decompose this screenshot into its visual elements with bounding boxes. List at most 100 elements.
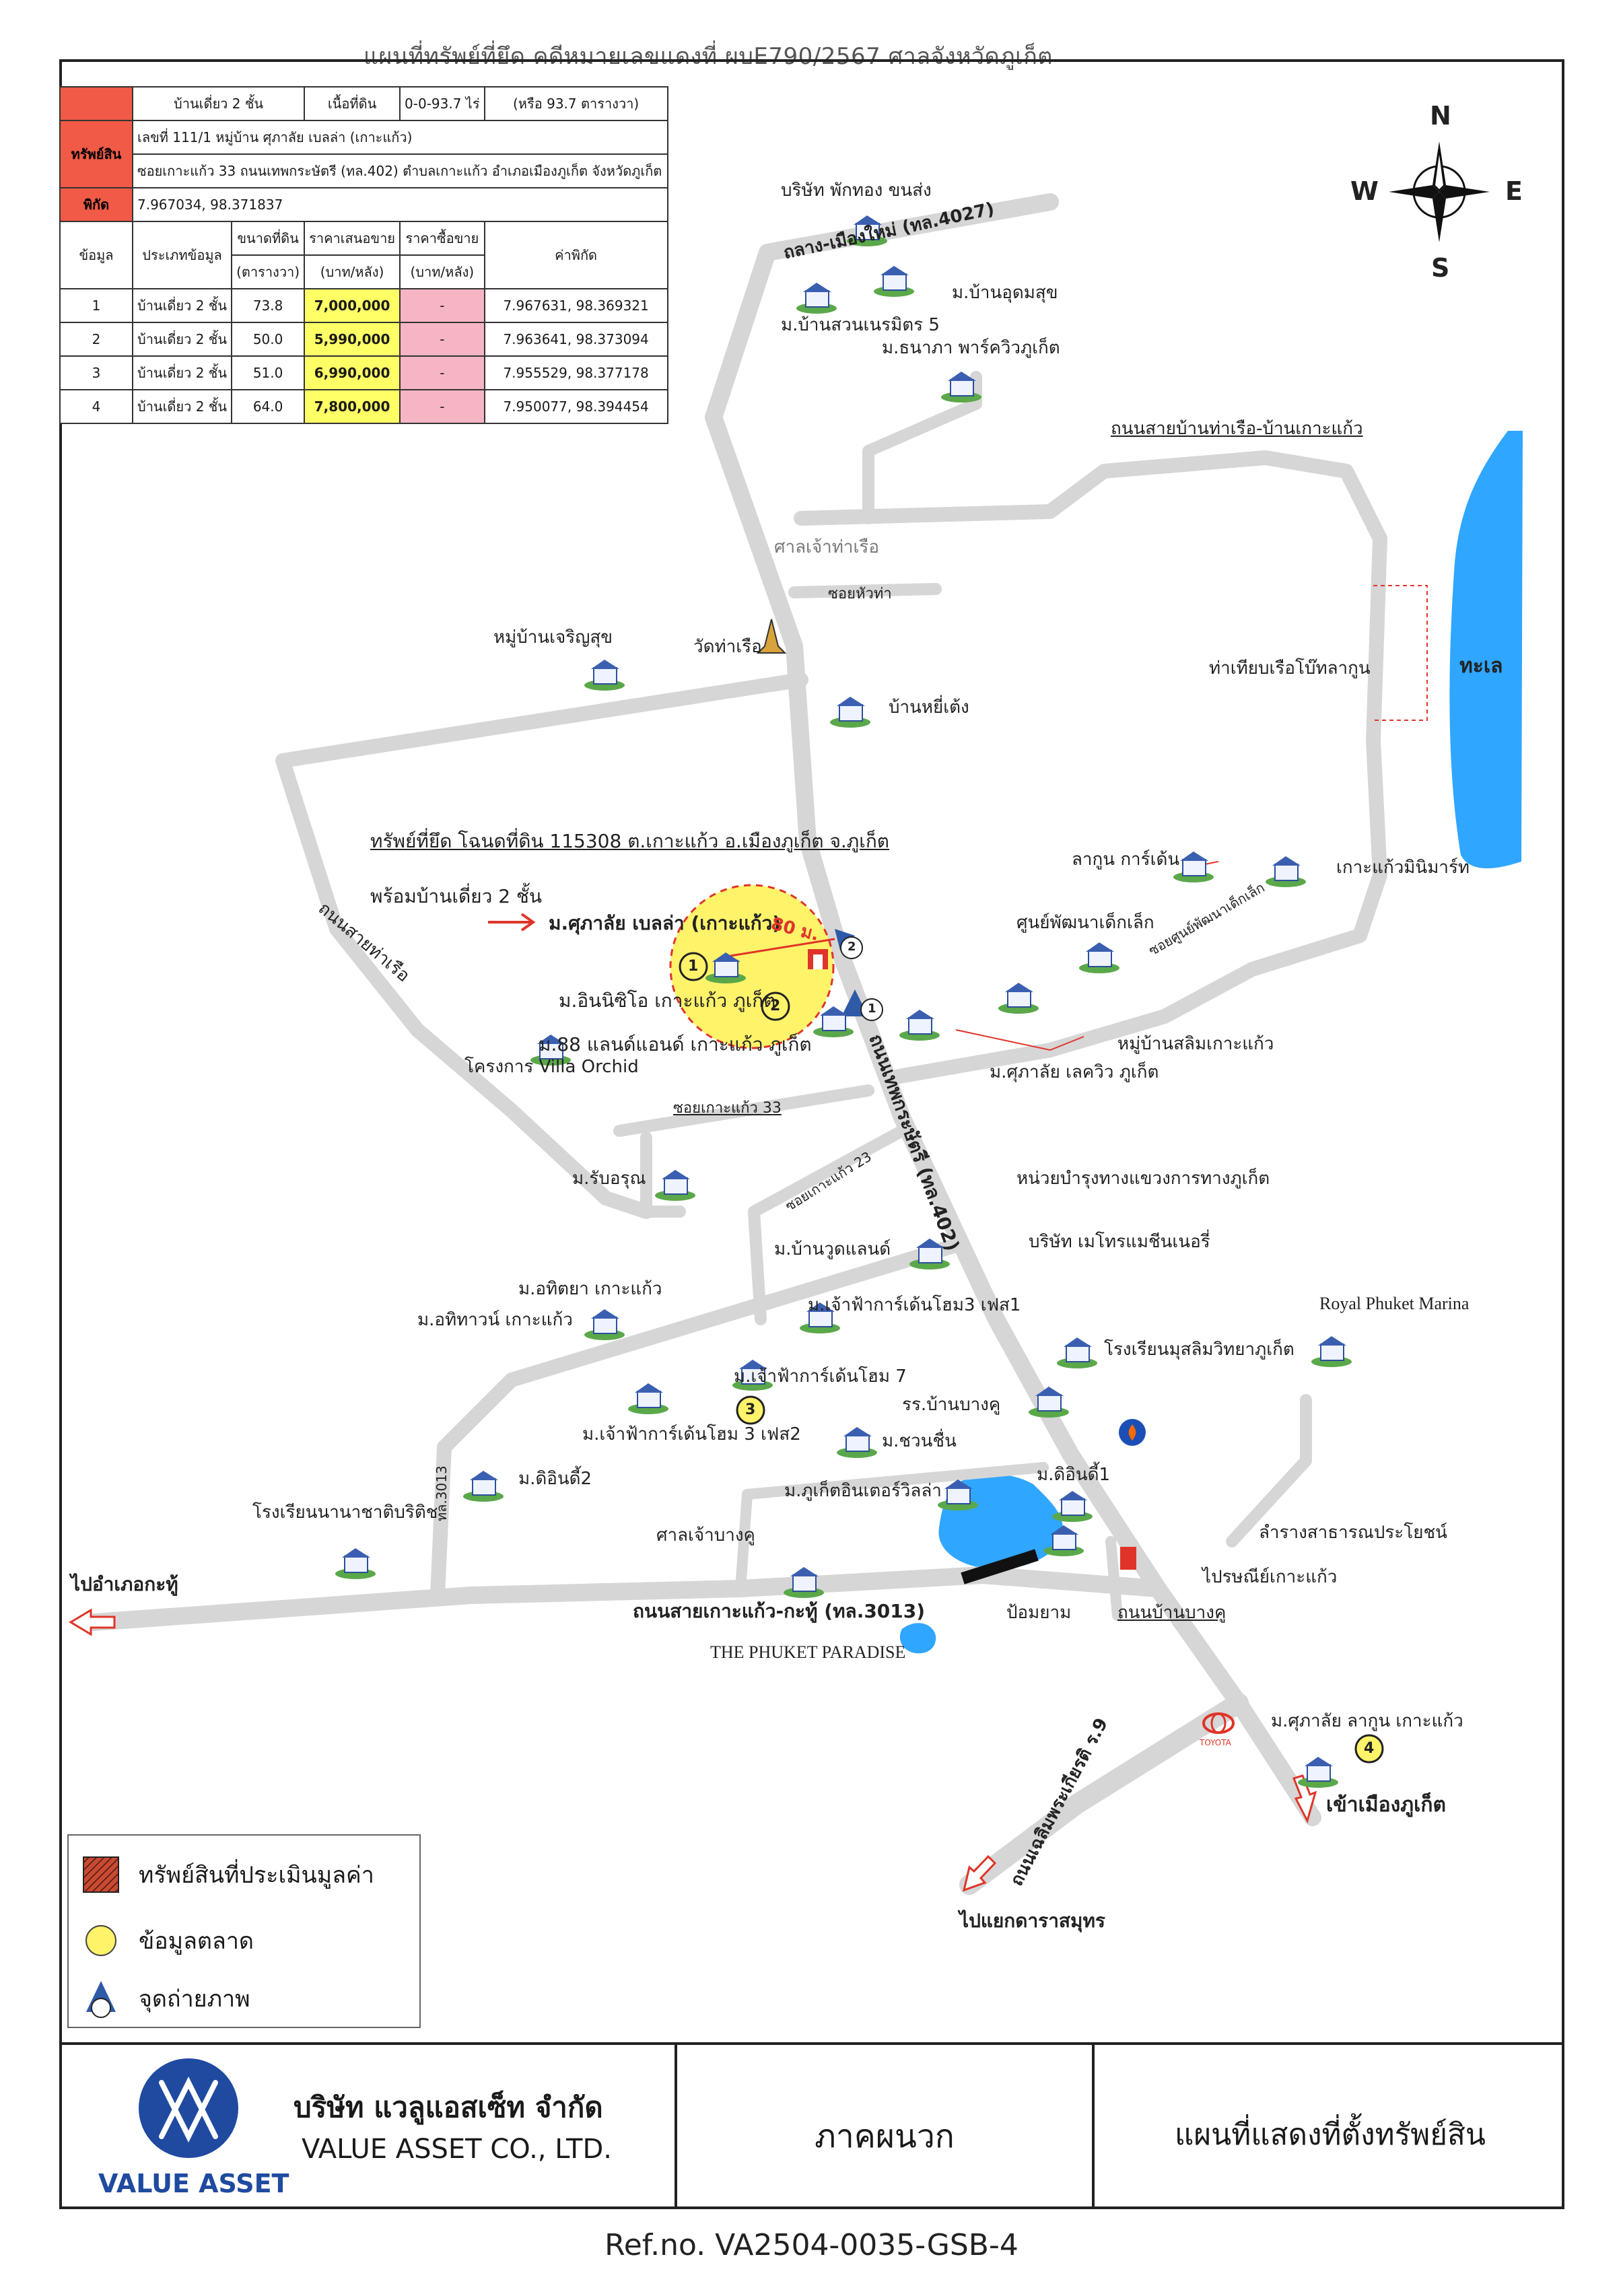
footer-bar: VALUE ASSET บริษัท แวลูแอสเซ็ท จำกัด VAL…: [59, 2042, 1564, 2209]
yellow-circle-icon: [85, 1925, 116, 1956]
table-top-type: บ้านเดี่ยว 2 ชั้น: [131, 86, 306, 121]
house-icon: [463, 1471, 504, 1502]
road-soi-33: [613, 1084, 874, 1218]
row-no: 1: [59, 288, 133, 323]
row-offer: 7,000,000: [304, 288, 401, 323]
house-icon: [1029, 1387, 1069, 1418]
table-row: 2 บ้านเดี่ยว 2 ชั้น 50.0 5,990,000 - 7.9…: [59, 322, 668, 357]
compass-e: E: [1505, 176, 1523, 206]
house-icon: [938, 1480, 978, 1510]
house-icon: [998, 983, 1039, 1014]
label-to-kathu: ไปอำเภอกะทู้: [71, 1573, 178, 1595]
market-radius-circle: [669, 884, 835, 1049]
house-icon: [628, 1383, 668, 1414]
label-supalai-lakeview: ม.ศุภาลัย เลควิว ภูเก็ต: [990, 1062, 1159, 1082]
row-size: 73.8: [231, 288, 306, 323]
row-offer: 6,990,000: [304, 355, 401, 390]
house-icon: [830, 697, 870, 728]
house-icon: [941, 372, 981, 403]
row-offer: 7,800,000: [304, 389, 401, 424]
road-3013: [85, 1566, 1167, 1631]
label-thanapa: ม.ธนาภา พาร์ควิวภูเก็ต: [882, 338, 1060, 358]
row-coord: 7.963641, 98.373094: [483, 322, 668, 357]
row-no: 4: [59, 389, 133, 424]
house-icon: [530, 1035, 571, 1066]
label-to-darasamut: ไปแยกดาราสมุทร: [959, 1910, 1105, 1932]
label-villa-orchid: โครงการ Villa Orchid: [464, 1057, 639, 1077]
col-coord: ค่าพิกัด: [483, 221, 668, 289]
label-intervilla: ม.ภูเก็ตอินเตอร์วิลล่า: [784, 1481, 942, 1501]
col-offer: ราคาเสนอขาย: [304, 221, 401, 256]
house-icon: [796, 283, 837, 314]
house-icon: [1311, 1336, 1352, 1367]
house-icon: [1298, 1757, 1338, 1788]
row-no: 3: [59, 355, 133, 390]
label-supalai-lagoon: ม.ศุภาลัย ลากูน เกาะแก้ว: [1271, 1711, 1463, 1731]
pier-box: [1373, 585, 1428, 721]
row-size: 51.0: [231, 355, 306, 390]
label-land88: ม.88 แลนด์แอนด์ เกาะแก้ว ภูเก็ต: [539, 1033, 812, 1055]
table-top-area-wa: (หรือ 93.7 ตารางวา): [483, 86, 668, 121]
row-type: บ้านเดี่ยว 2 ชั้น: [131, 322, 233, 357]
house-icon: [335, 1548, 376, 1579]
label-inizio: ม.อินนิซิโอ เกาะแก้ว ภูเก็ต: [559, 989, 776, 1012]
market-marker-2: [761, 992, 790, 1021]
label-pumping: ลำรางสาธารณประโยชน์: [1259, 1523, 1447, 1543]
house-icon: [899, 1010, 940, 1041]
label-ditee1: ม.ดิอินดี้1: [1037, 1465, 1111, 1485]
label-ban-yeeteng: บ้านหยี่เต้ง: [889, 697, 969, 718]
label-royal-marina: Royal Phuket Marina: [1319, 1294, 1470, 1313]
footer-divider-2: [1092, 2045, 1095, 2206]
market-marker-3-num: 3: [745, 1401, 756, 1418]
row-coord: 7.967631, 98.369321: [483, 288, 668, 323]
house-icon: [1057, 1337, 1097, 1368]
house-icon: [1266, 856, 1306, 887]
exit-arrow-kathu: [69, 1608, 116, 1636]
label-to-city: เข้าเมืองภูเก็ต: [1326, 1793, 1446, 1817]
road-marina: [1226, 1394, 1312, 1547]
label-chaofa-7: ม.เจ้าฟ้าการ์เด้นโฮม 7: [734, 1366, 907, 1387]
house-icon: [784, 1567, 824, 1598]
company-name-en: VALUE ASSET CO., LTD.: [302, 2134, 612, 2165]
table-row: 4 บ้านเดี่ยว 2 ชั้น 64.0 7,800,000 - 7.9…: [59, 389, 668, 424]
road-west-middle: [430, 1238, 963, 1603]
toyota-icon: [1202, 1712, 1235, 1734]
row-sale: -: [399, 355, 485, 390]
logo-text: VALUE ASSET: [98, 2169, 289, 2198]
label-phakthong: บริษัท พักทอง ขนส่ง: [781, 180, 932, 201]
row-sale: -: [399, 389, 485, 424]
house-icon: [584, 1309, 625, 1340]
road-ror9: [959, 1693, 1249, 1895]
label-pier: ท่าเทียบเรือโบ๊ทลากูน: [1209, 658, 1371, 679]
market-marker-4-num: 4: [1364, 1740, 1375, 1757]
photo-point-2-num: 2: [848, 940, 856, 954]
pointer-arrow: [488, 913, 536, 932]
label-wat-tharuea: วัดท่าเรือ: [693, 637, 762, 657]
label-sanjao-bangkhu: ศาลเจ้าบางคู: [656, 1525, 755, 1545]
label-chaofa-3-2: ม.เจ้าฟ้าการ์เด้นโฮม 3 เฟส2: [582, 1424, 801, 1445]
temple-icon: [756, 619, 787, 654]
label-poyam: ป้อมยาม: [1006, 1603, 1072, 1623]
label-subject-line2: พร้อมบ้านเดี่ยว 2 ชั้น: [370, 885, 543, 907]
row-sale: -: [399, 288, 485, 323]
legend-subject: ทรัพย์สินที่ประเมินมูลค่า: [82, 1856, 374, 1893]
market-marker-1-num: 1: [688, 958, 699, 975]
photo-point-1-num: 1: [868, 1002, 876, 1016]
label-udomsuk: ม.บ้านอุดมสุข: [952, 283, 1058, 303]
label-child-center: ศูนย์พัฒนาเด็กเล็ก: [1016, 913, 1154, 933]
label-charoensuk: หมู่บ้านเจริญสุข: [493, 627, 613, 648]
label-kohkaew-minimart: เกาะแก้วมินิมาร์ท: [1336, 858, 1470, 878]
label-rubarun: ม.รับอรุณ: [572, 1169, 646, 1189]
distance-arrow: [730, 938, 835, 957]
label-muslim-school: โรงเรียนมุสลิมวิทยาภูเก็ต: [1104, 1340, 1294, 1360]
table-coord-value: 7.967034, 98.371837: [132, 187, 668, 222]
label-road-3013: ถนนสายเกาะแก้ว-กะทู้ (ทล.3013): [633, 1600, 926, 1622]
road-soi-huatha: [788, 583, 942, 598]
post-box-icon: [1120, 1547, 1136, 1570]
map-title: แผนที่ทรัพย์ที่ยึด คดีหมายเลขแดงที่ ผบE7…: [364, 43, 1053, 70]
row-type: บ้านเดี่ยว 2 ชั้น: [131, 355, 233, 390]
legend-subject-label: ทรัพย์สินที่ประเมินมูลค่า: [139, 1862, 374, 1889]
house-icon: [847, 215, 887, 246]
house-icon: [1052, 1491, 1093, 1522]
row-coord: 7.950077, 98.394454: [483, 389, 668, 424]
